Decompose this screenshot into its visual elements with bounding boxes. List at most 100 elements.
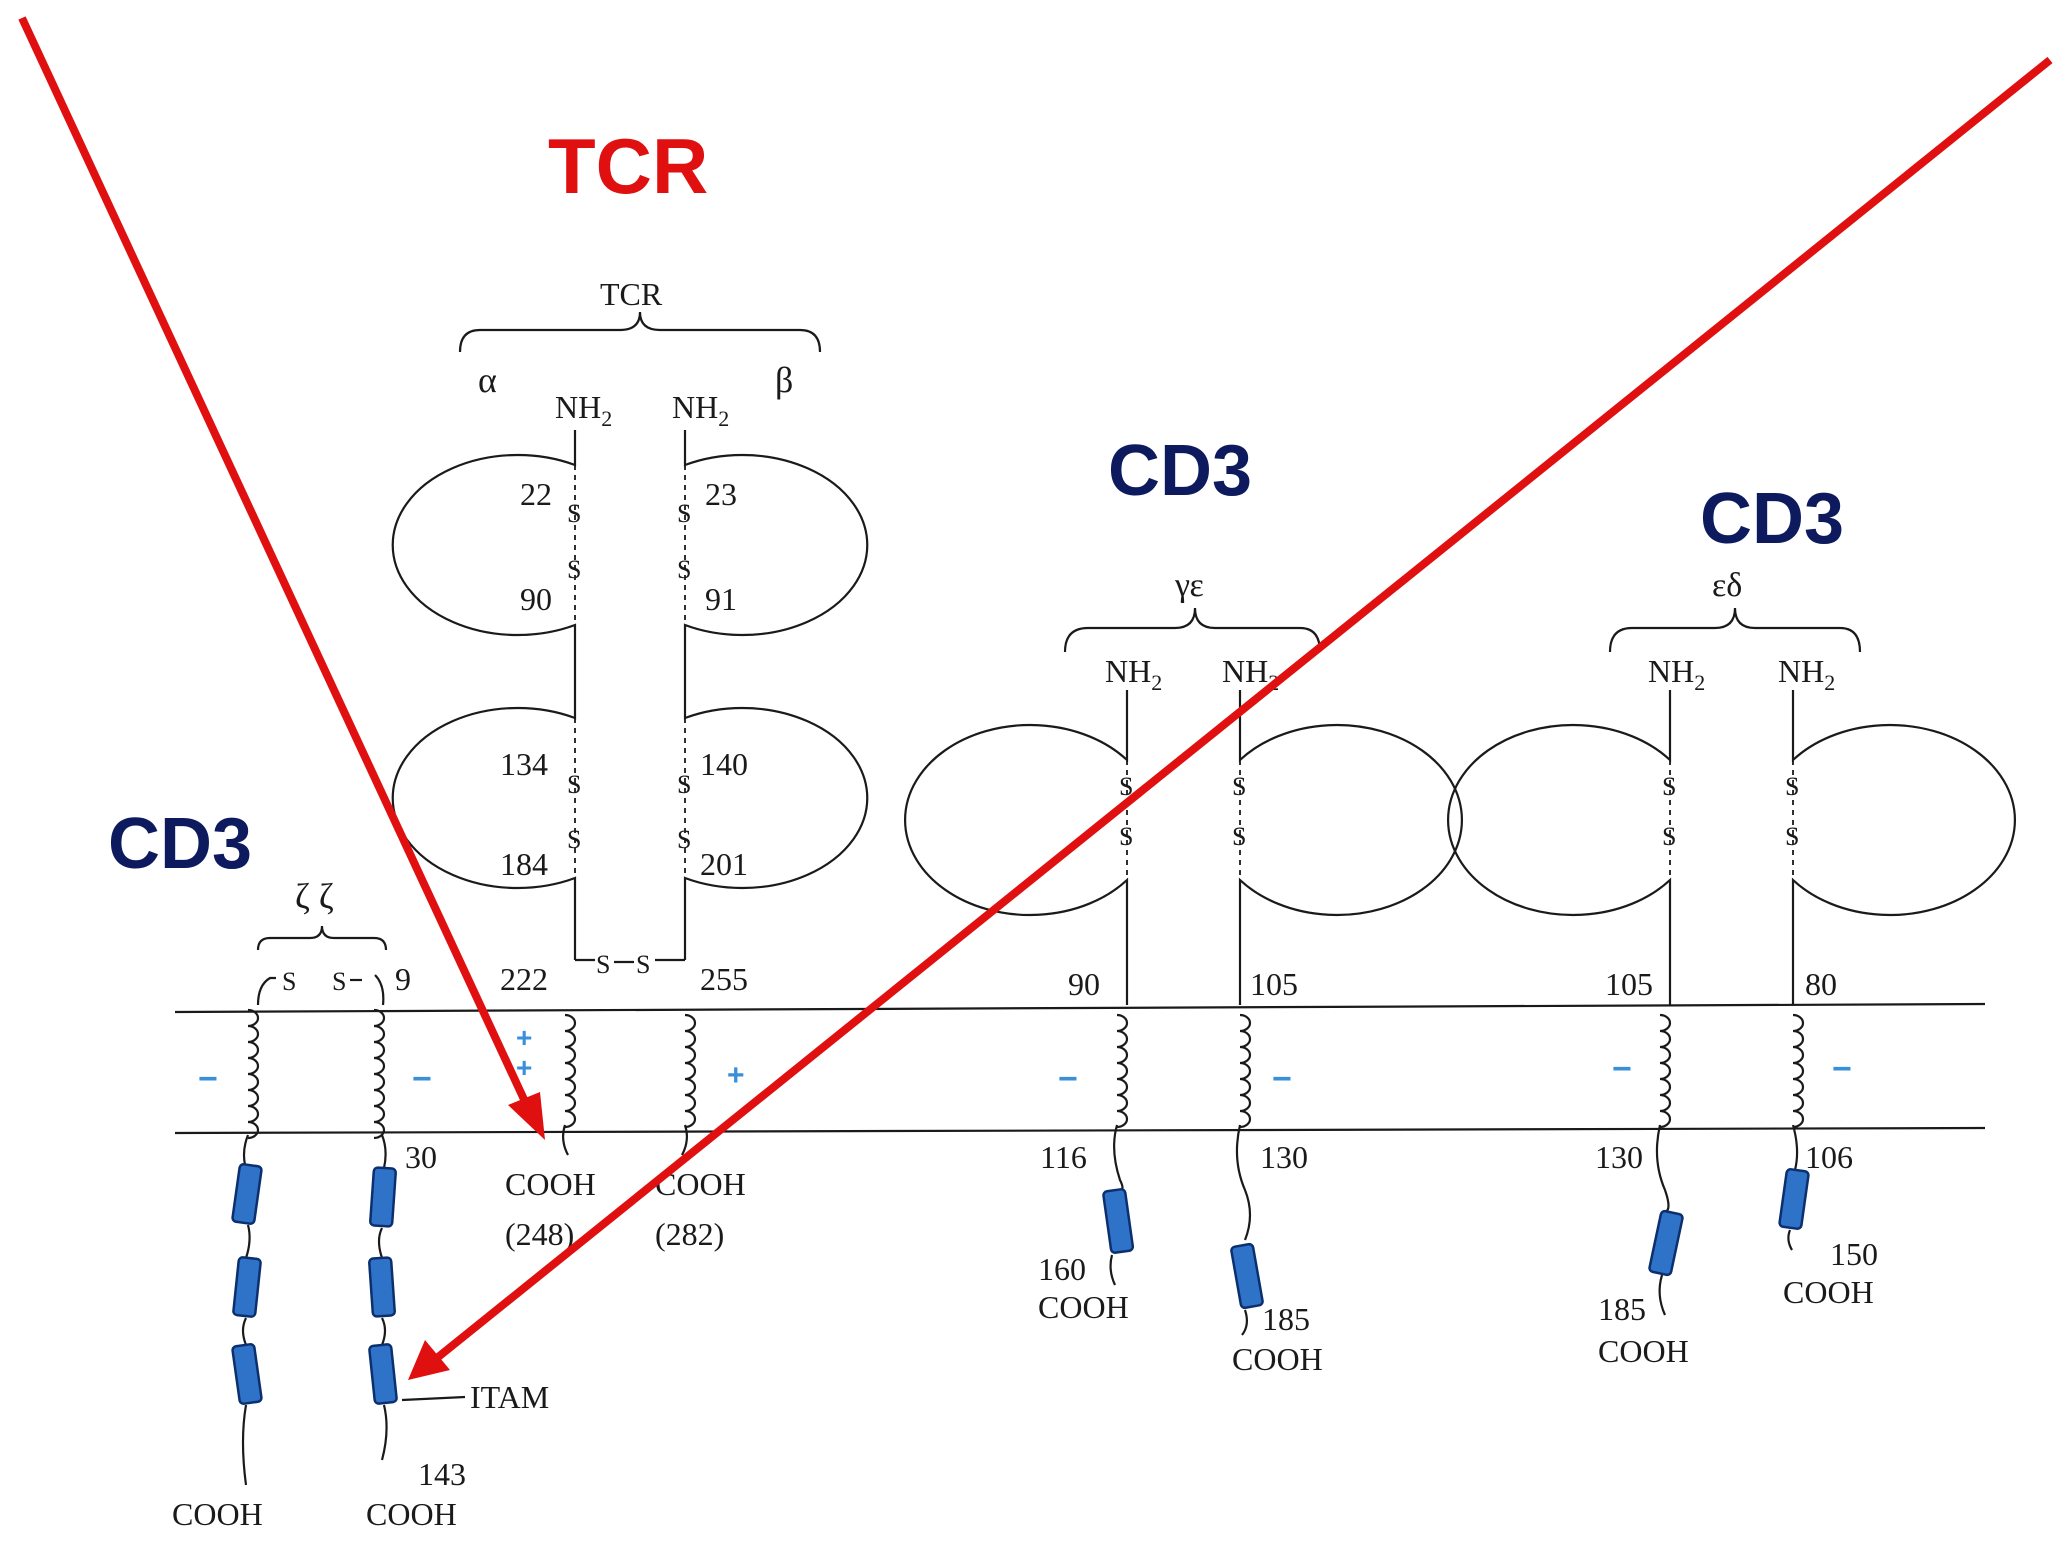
- residue-e130: 130: [1260, 1139, 1308, 1175]
- svg-text:S: S: [677, 770, 691, 799]
- svg-text:S: S: [1232, 822, 1246, 851]
- zeta-left-itam-2: [232, 1256, 262, 1318]
- zeta-zeta-label: ζ ζ: [295, 876, 334, 916]
- gamma-itam: [1102, 1188, 1135, 1254]
- residue-a222: 222: [500, 961, 548, 997]
- epsilon-itam: [1230, 1242, 1264, 1310]
- beta-charge-plus: +: [727, 1059, 745, 1092]
- zeta-left-cooh: COOH: [172, 1496, 263, 1532]
- residue-a22: 22: [520, 476, 552, 512]
- gamma-nh2: NH2: [1105, 653, 1162, 695]
- svg-text:S: S: [1232, 772, 1246, 801]
- residue-d80: 80: [1805, 966, 1837, 1002]
- residue-b255: 255: [700, 961, 748, 997]
- tcr-brace-label: TCR: [600, 276, 663, 312]
- cd3-zeta-title: CD3: [108, 804, 252, 884]
- residue-d150: 150: [1830, 1236, 1878, 1272]
- residue-e2-185: 185: [1598, 1291, 1646, 1327]
- residue-g116: 116: [1040, 1139, 1087, 1175]
- svg-text:S: S: [677, 499, 691, 528]
- alpha-chain-label: α: [478, 360, 497, 400]
- residue-b91: 91: [705, 581, 737, 617]
- epsilon-delta-label: εδ: [1712, 567, 1742, 604]
- epsilon-charge-minus: −: [1272, 1060, 1292, 1098]
- gamma-cooh: COOH: [1038, 1289, 1129, 1325]
- svg-text:S: S: [567, 825, 581, 854]
- zeta-left-charge-minus: −: [198, 1060, 218, 1098]
- gamma-charge-minus: −: [1058, 1060, 1078, 1098]
- residue-g160: 160: [1038, 1251, 1086, 1287]
- beta-nh2: NH2: [672, 389, 729, 431]
- zeta-right-itam-3: [368, 1343, 398, 1405]
- delta-nh2: NH2: [1778, 653, 1835, 695]
- alpha-cooh: COOH: [505, 1166, 596, 1202]
- svg-text:S: S: [1662, 822, 1676, 851]
- residue-b282: (282): [655, 1216, 724, 1252]
- arrow-to-zeta-itam: [429, 56, 2053, 1366]
- svg-text:S: S: [1662, 772, 1676, 801]
- arrow-head-alpha: [508, 1092, 545, 1140]
- svg-text:S: S: [1119, 822, 1133, 851]
- epsilon2-itam: [1648, 1209, 1684, 1277]
- svg-text:S: S: [1119, 772, 1133, 801]
- residue-g90: 90: [1068, 966, 1100, 1002]
- residue-e105: 105: [1250, 966, 1298, 1002]
- cd3-gamma-epsilon-heterodimer: γε NH2 SS 90 116 160 COOH − NH2 SS 105 1…: [903, 567, 1464, 1377]
- cell-membrane: [174, 1002, 1986, 1135]
- delta-charge-minus: −: [1832, 1050, 1852, 1088]
- residue-a90: 90: [520, 581, 552, 617]
- zeta-right-cooh: COOH: [366, 1496, 457, 1532]
- residue-z9: 9: [395, 961, 411, 997]
- zeta-right-itam-1: [369, 1166, 397, 1228]
- gamma-epsilon-label: γε: [1174, 567, 1204, 604]
- arrow-to-alpha-tm: [18, 16, 532, 1110]
- zeta-left-itam-3: [231, 1343, 263, 1405]
- svg-text:S: S: [596, 950, 610, 979]
- residue-z143: 143: [418, 1456, 466, 1492]
- alpha-nh2: NH2: [555, 389, 612, 431]
- delta-cooh: COOH: [1783, 1274, 1874, 1310]
- tcr-beta-chain: NH2 SS SS 23 91 140 201 255 COOH (282): [655, 389, 869, 1252]
- residue-b201: 201: [700, 846, 748, 882]
- svg-text:S: S: [567, 555, 581, 584]
- alpha-charge-plus-2: +: [516, 1052, 532, 1083]
- svg-text:S: S: [677, 825, 691, 854]
- epsilon2-nh2: NH2: [1648, 653, 1705, 695]
- zeta-right-itam-2: [368, 1256, 396, 1318]
- epsilon2-cooh: COOH: [1598, 1333, 1689, 1369]
- tcr-brace: TCR: [458, 276, 822, 353]
- epsilon-cooh: COOH: [1232, 1341, 1323, 1377]
- residue-a248: (248): [505, 1216, 574, 1252]
- svg-text:S: S: [567, 499, 581, 528]
- residue-z30: 30: [405, 1139, 437, 1175]
- zeta-right-charge-minus: −: [412, 1060, 432, 1098]
- cd3-gamma-epsilon-title: CD3: [1108, 431, 1252, 511]
- svg-text:S: S: [1785, 822, 1799, 851]
- zeta-s-right: S: [332, 967, 346, 996]
- svg-text:S: S: [1785, 772, 1799, 801]
- svg-text:S: S: [636, 950, 650, 979]
- residue-e2-105: 105: [1605, 966, 1653, 1002]
- beta-chain-label: β: [775, 360, 793, 400]
- arrow-head-zeta: [408, 1340, 450, 1380]
- residue-b23: 23: [705, 476, 737, 512]
- tcr-interchain-disulfide: S S: [575, 950, 685, 979]
- residue-a134: 134: [500, 746, 548, 782]
- cd3-zeta-homodimer: ζ ζ S S 9 COOH − 30 ITAM 143 COOH −: [172, 876, 549, 1532]
- zeta-s-left: S: [282, 967, 296, 996]
- delta-itam: [1778, 1168, 1810, 1230]
- alpha-charge-plus-1: +: [516, 1022, 532, 1053]
- tcr-title: TCR: [548, 122, 708, 210]
- cd3-epsilon-delta-heterodimer: εδ NH2 SS 105 130 185 COOH − NH2 SS 80 1…: [1446, 567, 2017, 1369]
- tcr-alpha-chain: NH2 SS SS 22 90 134 184 222 COOH (248): [391, 389, 612, 1252]
- red-arrows: [18, 16, 2053, 1380]
- residue-e2-130: 130: [1595, 1139, 1643, 1175]
- itam-label: ITAM: [470, 1379, 549, 1415]
- residue-b140: 140: [700, 746, 748, 782]
- cd3-epsilon-delta-title: CD3: [1700, 479, 1844, 559]
- residue-a184: 184: [500, 846, 548, 882]
- residue-e185: 185: [1262, 1301, 1310, 1337]
- svg-text:S: S: [567, 770, 581, 799]
- residue-d106: 106: [1805, 1139, 1853, 1175]
